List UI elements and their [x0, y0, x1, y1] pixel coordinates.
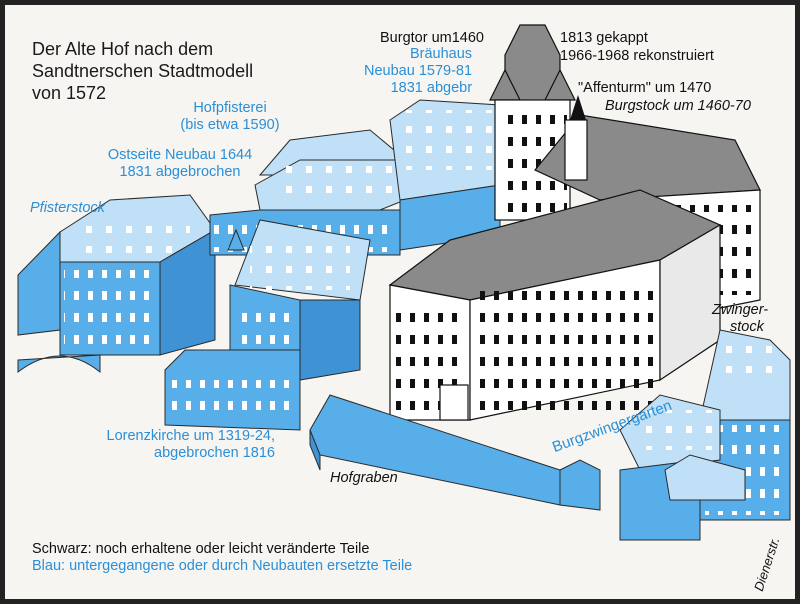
- label-lorenzkirche: Lorenzkirche um 1319-24, abgebrochen 181…: [30, 428, 275, 462]
- title-line-1: Der Alte Hof nach dem: [32, 39, 214, 59]
- label-hofpfisterei: Hofpfisterei (bis etwa 1590): [160, 100, 300, 134]
- label-gekappt-1: 1813 gekappt: [560, 30, 648, 46]
- label-ostseite-line-1: Ostseite Neubau 1644: [107, 147, 253, 163]
- label-hofpfisterei-line-1: Hofpfisterei: [193, 100, 267, 116]
- label-burgstock: Burgstock um 1460-70: [605, 98, 751, 114]
- label-lorenzkirche-line-1: Lorenzkirche um 1319-24,: [106, 428, 275, 444]
- label-zwingerstock-line-2: stock: [730, 319, 764, 335]
- label-pfisterstock: Pfisterstock: [30, 200, 105, 216]
- label-zwingerstock: Zwinger- stock: [712, 302, 768, 336]
- label-brauhaus-line-3: 1831 abgebr: [390, 80, 473, 96]
- outer-wall: [309, 394, 601, 511]
- label-zwingerstock-line-1: Zwinger-: [712, 302, 769, 318]
- label-hofpfisterei-line-2: (bis etwa 1590): [180, 117, 280, 133]
- diagram-title: Der Alte Hof nach dem Sandtnerschen Stad…: [32, 38, 253, 104]
- lorenzkirche-church: [164, 219, 371, 431]
- zwinger-buildings: [619, 329, 791, 541]
- label-ostseite-line-2: 1831 abgebrochen: [119, 164, 241, 180]
- label-burgtor: Burgtor um1460: [380, 30, 484, 46]
- label-brauhaus: Bräuhaus Neubau 1579-81 1831 abgebr: [364, 46, 472, 97]
- legend-black: Schwarz: noch erhaltene oder leicht verä…: [32, 541, 370, 557]
- label-ostseite: Ostseite Neubau 1644 1831 abgebrochen: [90, 147, 270, 181]
- label-lorenzkirche-line-2: abgebrochen 1816: [154, 445, 275, 461]
- pfisterstock-building: [17, 194, 216, 374]
- title-line-2: Sandtnerschen Stadtmodell: [32, 61, 254, 81]
- legend-blue: Blau: untergegangene oder durch Neubaute…: [32, 558, 413, 574]
- label-brauhaus-line-2: Neubau 1579-81: [364, 63, 473, 79]
- label-affenturm: "Affenturm" um 1470: [578, 80, 712, 96]
- label-gekappt-2: 1966-1968 rekonstruiert: [560, 48, 714, 64]
- title-line-3: von 1572: [32, 83, 107, 103]
- label-brauhaus-line-1: Bräuhaus: [409, 46, 473, 62]
- main-wing: [388, 189, 722, 421]
- label-hofgraben: Hofgraben: [330, 470, 398, 486]
